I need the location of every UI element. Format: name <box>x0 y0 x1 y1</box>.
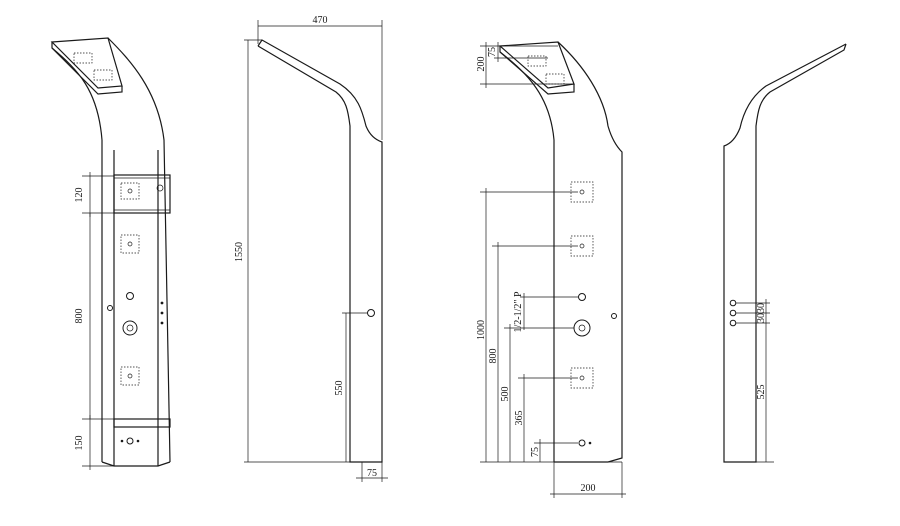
dim-right-30a: 30 <box>756 303 767 313</box>
front-top-panel <box>113 174 171 214</box>
right-outline-back <box>723 43 847 463</box>
dim-side-75: 75 <box>367 468 377 479</box>
right-dimensions <box>736 299 774 463</box>
front-dimensions <box>82 172 114 470</box>
dim-back-800: 800 <box>488 349 499 364</box>
dim-back-connector: 1/2-1/2" P <box>513 291 524 332</box>
front-body-base <box>101 461 171 467</box>
right-side-view: 30 30 525 <box>723 43 847 463</box>
dim-back-width-200: 200 <box>581 483 596 494</box>
dim-front-800: 800 <box>74 309 85 324</box>
back-head-plate <box>498 41 575 89</box>
dim-front-150: 150 <box>74 436 85 451</box>
front-view: 120 800 150 <box>50 37 171 470</box>
dim-front-120: 120 <box>74 188 85 203</box>
front-controls <box>107 292 164 336</box>
front-bottom-outlet <box>120 437 140 445</box>
front-bottom-panel <box>113 418 171 428</box>
dim-back-75: 75 <box>530 447 541 457</box>
side-outlet <box>367 309 375 317</box>
dim-back-head-75: 75 <box>487 47 498 57</box>
front-neck-right <box>107 37 171 463</box>
front-neck-left <box>51 47 103 462</box>
dim-right-525: 525 <box>756 385 767 400</box>
dim-back-200: 200 <box>476 57 487 72</box>
back-head-plate-edge <box>499 46 575 95</box>
dim-side-1550: 1550 <box>234 242 245 262</box>
side-outline-front <box>257 45 354 463</box>
dim-back-500: 500 <box>500 387 511 402</box>
dim-back-1000: 1000 <box>476 320 487 340</box>
back-body-jets <box>570 181 594 389</box>
front-head-plate-edge <box>51 42 123 95</box>
front-rain-nozzles <box>73 52 113 81</box>
back-rain-nozzles <box>527 55 565 85</box>
back-view: 200 75 1000 800 500 1/2-1/2" P 365 75 20… <box>476 41 626 498</box>
side-dimensions <box>244 20 388 482</box>
side-view: 470 1550 550 75 <box>234 15 388 482</box>
dim-side-470: 470 <box>313 15 328 26</box>
right-inlets <box>729 299 737 327</box>
back-controls <box>573 293 617 447</box>
dim-back-365: 365 <box>514 411 525 426</box>
dim-side-550: 550 <box>334 381 345 396</box>
dim-right-30b: 30 <box>756 313 767 323</box>
back-neck-right <box>554 41 623 463</box>
back-neck-left <box>499 51 555 462</box>
right-outline-front <box>740 43 847 463</box>
back-dimensions <box>480 42 626 498</box>
side-outline-back <box>257 39 383 463</box>
front-body-jets <box>120 182 164 386</box>
